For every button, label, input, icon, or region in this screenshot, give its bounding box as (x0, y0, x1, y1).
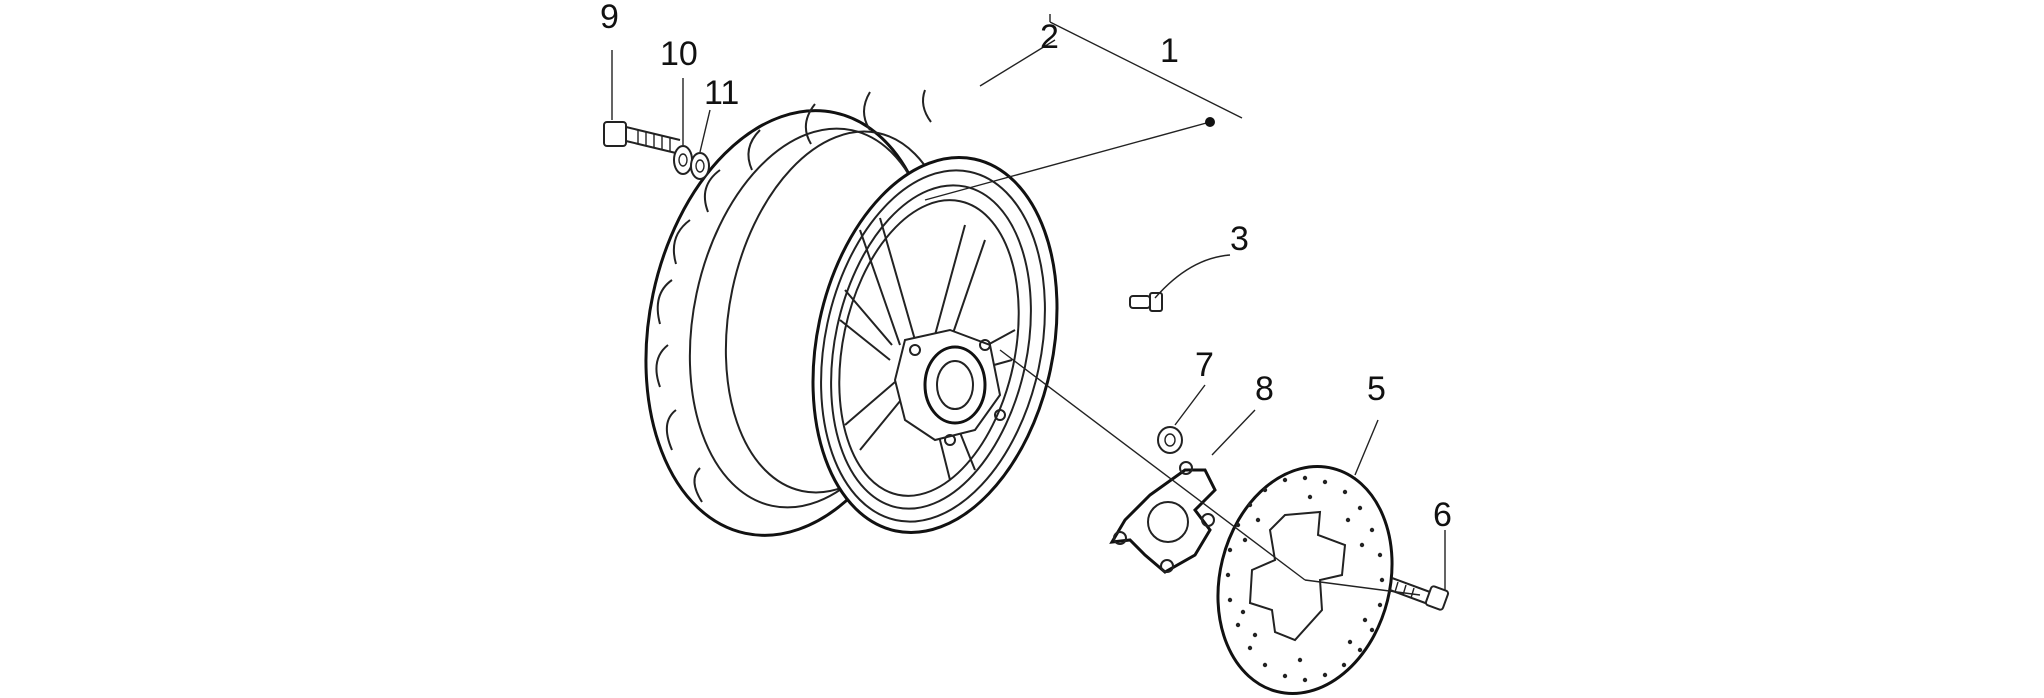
callout-11: 11 (704, 74, 739, 112)
callout-5: 5 (1367, 370, 1386, 408)
callout-1: 1 (1160, 32, 1179, 70)
callout-labels: 1 2 3 5 6 7 8 9 10 11 (600, 0, 1452, 534)
callout-3: 3 (1230, 220, 1249, 258)
callout-8: 8 (1255, 370, 1274, 408)
washer-11 (690, 152, 710, 180)
nut (1157, 426, 1183, 454)
callout-2: 2 (1040, 18, 1059, 56)
disc-adapter (1109, 461, 1217, 574)
hub (893, 328, 1006, 446)
callout-10: 10 (660, 35, 698, 73)
wheel-spindle (603, 121, 681, 155)
callout-7: 7 (1195, 346, 1214, 384)
washer-10 (673, 145, 693, 175)
callout-6: 6 (1433, 496, 1452, 534)
brake-disc (1216, 465, 1394, 695)
callout-9: 9 (600, 0, 619, 36)
leader-lines (611, 14, 1446, 596)
disc-bolt (1389, 577, 1450, 611)
tyre-valve (1129, 292, 1163, 312)
